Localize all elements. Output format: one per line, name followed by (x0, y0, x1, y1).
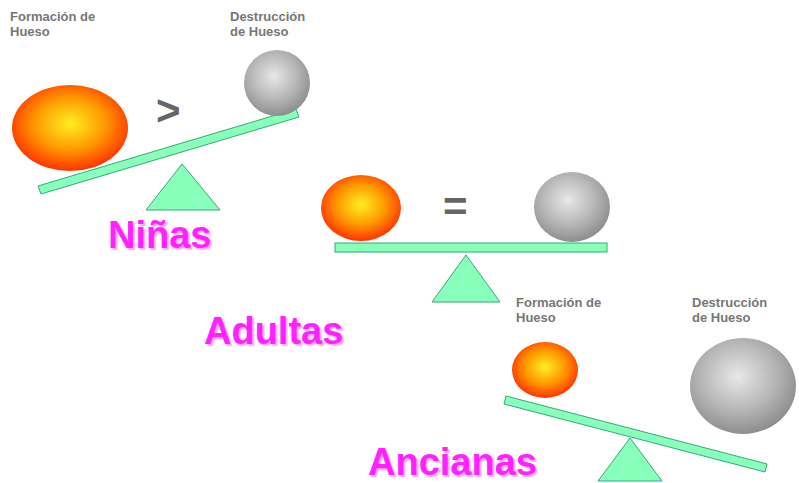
comparison-sign: > (156, 90, 181, 132)
ball-label: Formación de Hueso (10, 10, 110, 40)
formation-ball (321, 175, 401, 241)
formation-ball (512, 342, 578, 398)
formation-ball (12, 85, 128, 171)
ball-label: Destrucción de Hueso (692, 296, 777, 326)
comparison-sign: = (443, 186, 468, 228)
age-group-label: Niñas (108, 216, 211, 254)
ball-label: Destrucción de Hueso (230, 10, 315, 40)
plank (335, 243, 607, 252)
destruction-ball (690, 338, 796, 434)
age-group-label: Ancianas (368, 443, 537, 481)
ball-label: Formación de Hueso (516, 296, 616, 326)
destruction-ball (244, 50, 310, 116)
age-group-label: Adultas (204, 312, 343, 350)
fulcrum (146, 164, 220, 210)
fulcrum (432, 255, 500, 302)
fulcrum (598, 438, 662, 481)
destruction-ball (534, 172, 610, 242)
